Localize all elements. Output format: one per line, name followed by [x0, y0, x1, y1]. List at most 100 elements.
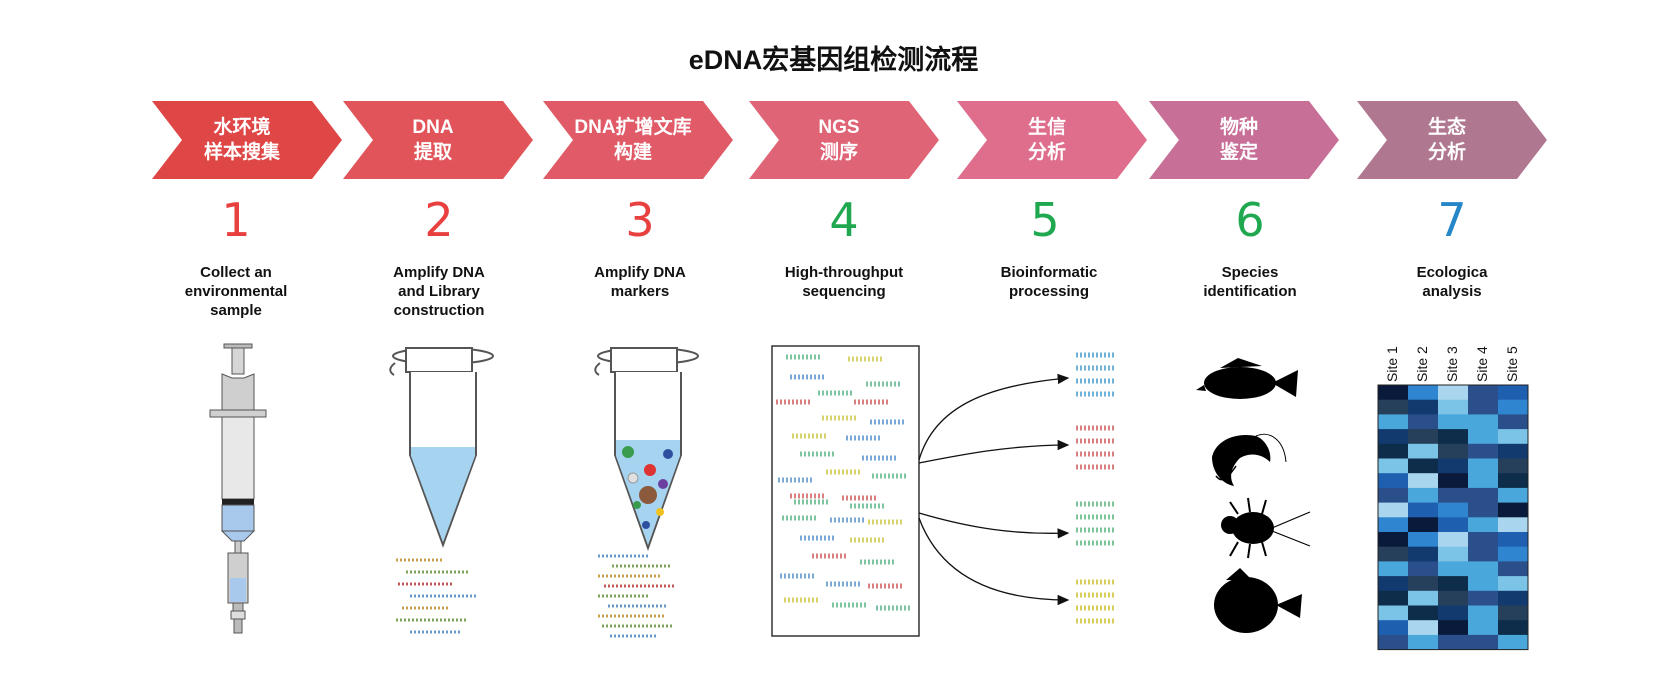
heatmap-cell — [1498, 414, 1528, 430]
heatmap-cell — [1468, 429, 1498, 445]
heatmap-cell — [1408, 414, 1438, 430]
heatmap-cell — [1498, 517, 1528, 533]
heatmap-cell — [1468, 517, 1498, 533]
heatmap-cell — [1378, 561, 1408, 577]
heatmap-cell — [1438, 443, 1468, 459]
step-4-desc-line1: High-throughput — [784, 264, 904, 281]
heatmap-cell — [1498, 546, 1528, 562]
heatmap-cell — [1408, 590, 1438, 606]
dna-markers-icon — [598, 554, 676, 638]
heatmap-cell — [1408, 634, 1438, 650]
step-2-label-line1: DNA — [412, 117, 454, 138]
heatmap-cell — [1498, 399, 1528, 415]
heatmap-cell — [1468, 576, 1498, 592]
chevron-fill — [543, 101, 733, 179]
heatmap-cell — [1378, 429, 1408, 445]
heatmap-cell — [1438, 546, 1468, 562]
step-1-description: Collect an environmental sample — [146, 263, 326, 320]
step-6-label-line2: 鉴定 — [1219, 142, 1258, 163]
step-1-desc-line2: environmental — [184, 283, 288, 300]
heatmap-cell — [1498, 429, 1528, 445]
heatmap-cell — [1378, 443, 1408, 459]
step-5-number: 5 — [1030, 193, 1060, 247]
step-2-desc-line3: construction — [393, 302, 485, 319]
heatmap-cell — [1408, 443, 1438, 459]
step-2-desc-line2: and Library — [398, 283, 480, 300]
heatmap-cell — [1468, 399, 1498, 415]
heatmap-cell — [1438, 620, 1468, 636]
heatmap-cell — [1468, 620, 1498, 636]
step-4-desc-line2: sequencing — [802, 283, 886, 300]
heatmap-cell — [1498, 590, 1528, 606]
heatmap-cell — [1408, 517, 1438, 533]
chevron-fill — [343, 101, 533, 179]
heatmap-frame — [1377, 384, 1529, 651]
heatmap-cell — [1498, 473, 1528, 489]
heatmap-column-label: Site 4 — [1474, 346, 1490, 382]
heatmap-cell — [1438, 458, 1468, 474]
step-1-chevron: 水环境样本搜集 — [152, 101, 342, 179]
step-6-number: 6 — [1235, 193, 1265, 247]
heatmap-cell — [1408, 458, 1438, 474]
chevron-shape — [1149, 101, 1339, 179]
step-5-desc-line1: Bioinformatic — [1000, 264, 1098, 281]
heatmap-column-label: Site 5 — [1504, 346, 1520, 382]
heatmap-cell — [1378, 502, 1408, 518]
heatmap-cell — [1408, 502, 1438, 518]
step-6-chevron: 物种鉴定 — [1149, 101, 1339, 179]
heatmap-cell — [1438, 429, 1468, 445]
heatmap-cell — [1408, 561, 1438, 577]
step-2-chevron: DNA 提取 — [343, 101, 533, 179]
shrimp-icon — [1212, 433, 1287, 486]
step-6-desc-line1: Species — [1221, 264, 1279, 281]
heatmap-cell — [1468, 473, 1498, 489]
heatmap-cell — [1498, 561, 1528, 577]
tube-icon — [389, 347, 494, 548]
heatmap: Site 1 Site 2 Site 3 Site 4 Site 5 — [1377, 346, 1529, 651]
step-6-desc-line2: identification — [1203, 283, 1297, 300]
step-2-desc-line1: Amplify DNA — [393, 264, 485, 281]
heatmap-cell — [1408, 605, 1438, 621]
heatmap-cell — [1438, 517, 1468, 533]
step-2-number: 2 — [424, 193, 454, 247]
heatmap-cell — [1498, 620, 1528, 636]
heatmap-cells — [1377, 384, 1529, 651]
heatmap-cell — [1498, 576, 1528, 592]
step-5-label-line1: 生信 — [1027, 117, 1066, 138]
step-2-label-line2: 提取 — [413, 142, 452, 163]
heatmap-cell — [1408, 620, 1438, 636]
fish-icon — [1214, 568, 1302, 633]
heatmap-cell — [1468, 502, 1498, 518]
step-3-number: 3 — [625, 193, 655, 247]
step-7-description: Ecologica analysis — [1362, 263, 1542, 301]
heatmap-cell — [1378, 487, 1408, 503]
heatmap-cell — [1378, 620, 1408, 636]
heatmap-cell — [1498, 605, 1528, 621]
heatmap-cell — [1468, 546, 1498, 562]
step-1-desc-line3: sample — [210, 302, 262, 319]
chevron-fill — [957, 101, 1147, 179]
step-4-label-line2: 测序 — [819, 142, 858, 163]
heatmap-cell — [1408, 576, 1438, 592]
heatmap-cell — [1498, 443, 1528, 459]
heatmap-cell — [1408, 473, 1438, 489]
step-5-desc-line2: processing — [1008, 283, 1090, 300]
heatmap-cell — [1498, 532, 1528, 548]
sorted-dna-icon — [1076, 352, 1116, 624]
heatmap-cell — [1438, 399, 1468, 415]
chevron-fill — [1357, 101, 1547, 179]
heatmap-cell — [1438, 576, 1468, 592]
heatmap-cell — [1378, 605, 1408, 621]
heatmap-cell — [1498, 458, 1528, 474]
chevron-shape — [749, 101, 939, 179]
heatmap-cell — [1438, 590, 1468, 606]
heatmap-cell — [1378, 546, 1408, 562]
chevron-shape — [543, 101, 733, 179]
heatmap-cell — [1438, 385, 1468, 401]
step-7-label-line1: 生态 — [1427, 117, 1466, 138]
fish-icon — [1196, 358, 1298, 399]
step-7-chevron: 生态分析 — [1357, 101, 1547, 179]
sequencing-reads-icon — [771, 345, 920, 637]
insect-icon — [1221, 497, 1311, 559]
